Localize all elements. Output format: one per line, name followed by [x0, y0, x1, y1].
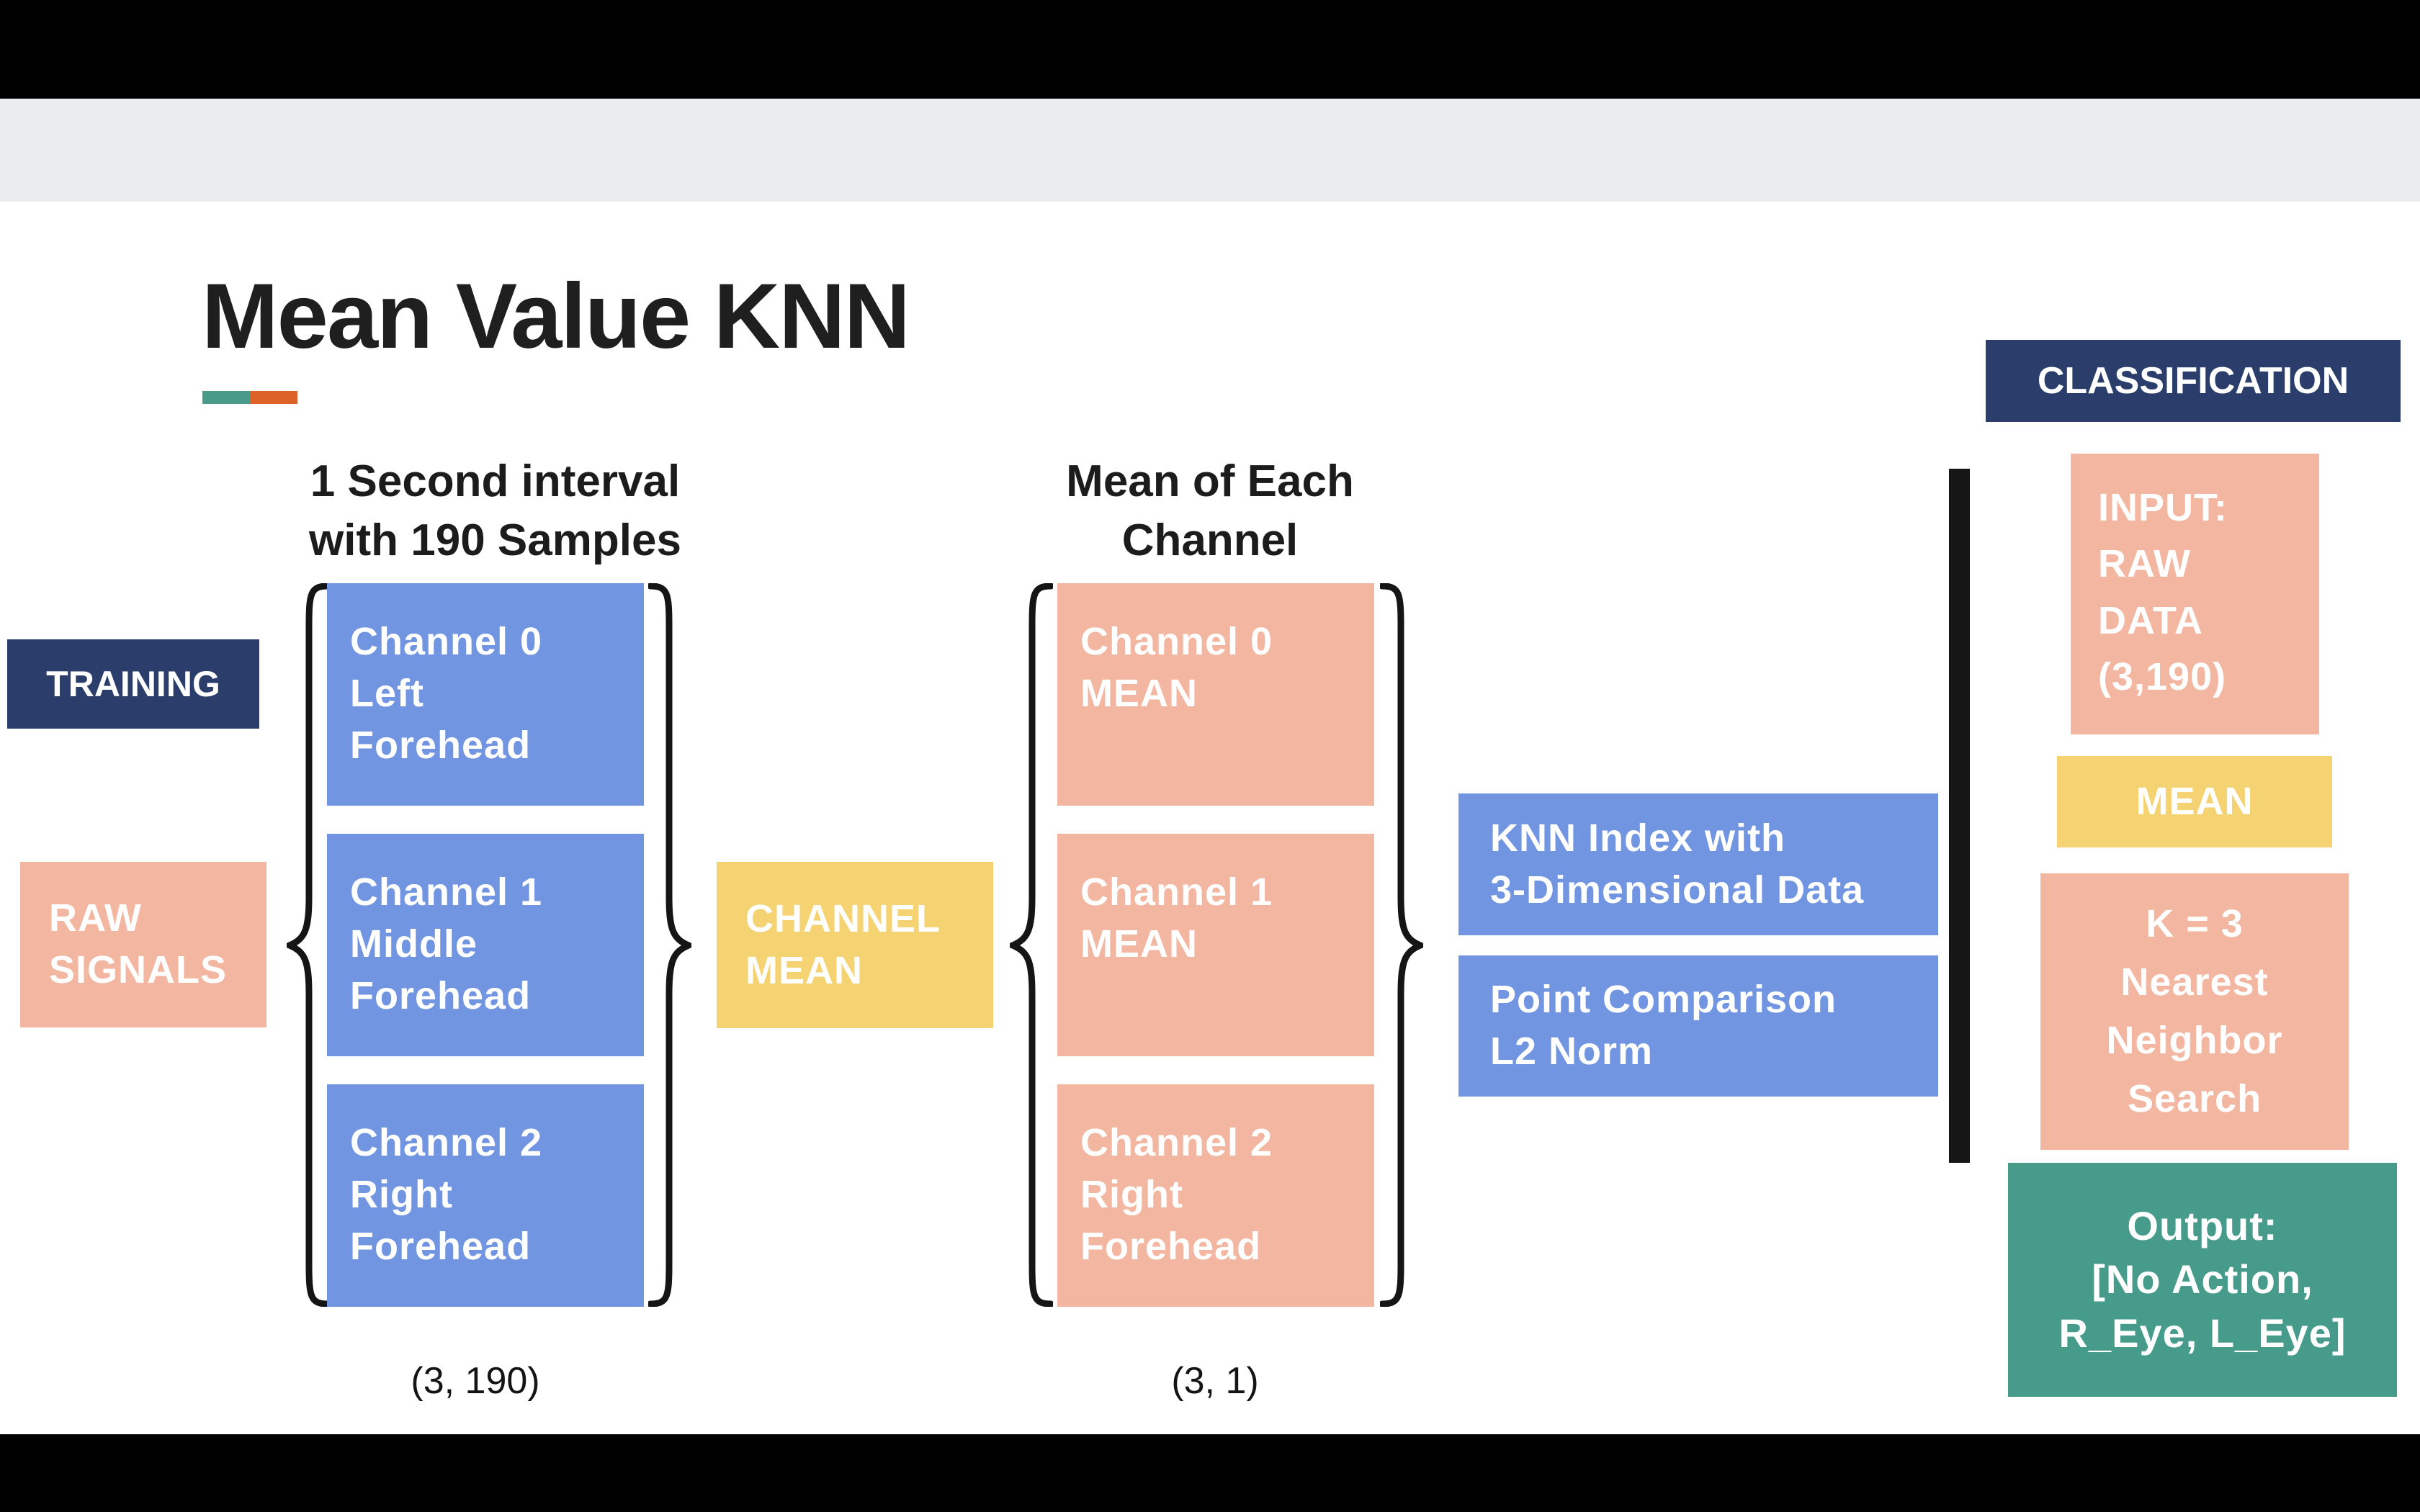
- channel-1-mean-box: Channel 1 MEAN: [1057, 834, 1374, 1056]
- channel-0-raw-box: Channel 0 Left Forehead: [327, 583, 644, 806]
- top-gray-strip: [0, 99, 2420, 202]
- shape-label-mean: (3, 1): [1171, 1360, 1259, 1402]
- right-brace-means: [1380, 583, 1423, 1307]
- classification-badge: CLASSIFICATION: [1986, 340, 2401, 422]
- knn-index-box: KNN Index with 3-Dimensional Data: [1458, 793, 1938, 935]
- channel-2-raw-box: Channel 2 Right Forehead: [327, 1084, 644, 1307]
- k3-nearest-neighbor-box: K = 3 Nearest Neighbor Search: [2040, 873, 2349, 1150]
- page-title: Mean Value KNN: [202, 265, 910, 368]
- right-brace-channels: [648, 583, 691, 1307]
- channel-mean-box: CHANNEL MEAN: [717, 862, 993, 1028]
- vertical-divider-bar: [1949, 469, 1970, 1163]
- heading-mean-of-each-channel: Mean of Each Channel: [1066, 456, 1354, 565]
- channel-0-mean-box: Channel 0 MEAN: [1057, 583, 1374, 806]
- left-brace-raw-signals: [287, 583, 330, 1307]
- heading-interval-samples: 1 Second interval with 190 Samples: [309, 456, 681, 565]
- title-accent-teal: [202, 391, 250, 404]
- channel-2-mean-box: Channel 2 Right Forehead: [1057, 1084, 1374, 1307]
- mean-small-box: MEAN: [2057, 756, 2332, 847]
- input-raw-data-box: INPUT: RAW DATA (3,190): [2071, 454, 2319, 734]
- top-letterbox-bar: [0, 0, 2420, 99]
- channel-1-raw-box: Channel 1 Middle Forehead: [327, 834, 644, 1056]
- title-accent-orange: [250, 391, 297, 404]
- raw-signals-box: RAW SIGNALS: [20, 862, 266, 1027]
- left-brace-channel-mean: [1010, 583, 1053, 1307]
- point-comparison-box: Point Comparison L2 Norm: [1458, 955, 1938, 1097]
- bottom-letterbox-bar: [0, 1434, 2420, 1512]
- output-box: Output: [No Action, R_Eye, L_Eye]: [2008, 1163, 2397, 1397]
- shape-label-raw: (3, 190): [411, 1360, 540, 1402]
- training-badge: TRAINING: [7, 639, 259, 729]
